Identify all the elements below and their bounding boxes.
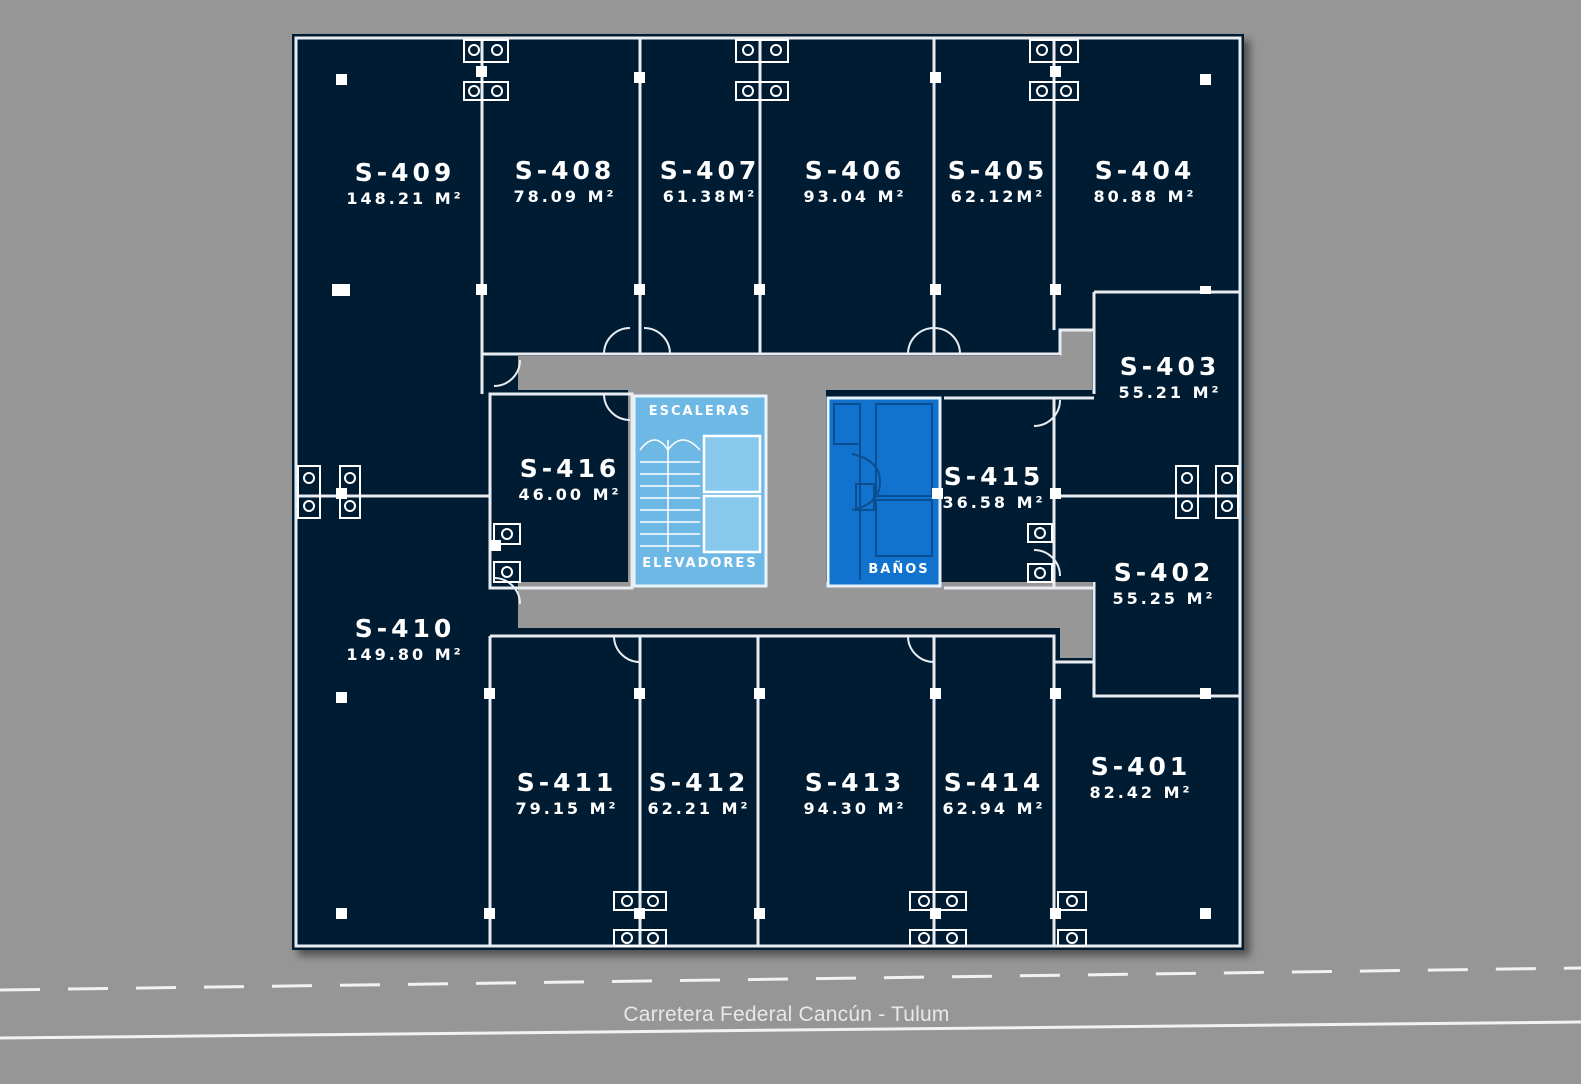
unit-area: 80.88 M² (1093, 187, 1197, 206)
unit-label-s413: S-413 94.30 M² (780, 768, 930, 818)
unit-code: S-403 (1119, 352, 1221, 381)
unit-label-s410: S-410 149.80 M² (330, 614, 480, 664)
unit-area: 46.00 M² (518, 485, 622, 504)
unit-code: S-415 (943, 462, 1045, 491)
elevator-2 (702, 494, 762, 554)
unit-code: S-409 (354, 158, 456, 187)
unit-label-s411: S-411 79.15 M² (494, 768, 640, 818)
unit-code: S-408 (514, 156, 616, 185)
unit-area: 62.12M² (950, 187, 1046, 206)
unit-label-s401: S-401 82.42 M² (1066, 752, 1216, 802)
unit-label-s415: S-415 36.58 M² (934, 462, 1054, 512)
stairs-elevators-block (632, 394, 768, 588)
unit-area: 62.21 M² (647, 799, 751, 818)
stairs-label: ESCALERAS (648, 404, 752, 419)
unit-area: 148.21 M² (346, 189, 464, 208)
door-swings (493, 327, 1061, 663)
unit-label-s405: S-405 62.12M² (928, 156, 1068, 206)
unit-area: 36.58 M² (942, 493, 1046, 512)
toilet-icon-416 (493, 523, 521, 583)
unit-code: S-407 (659, 156, 761, 185)
unit-code: S-406 (804, 156, 906, 185)
unit-label-s402: S-402 55.25 M² (1094, 558, 1234, 608)
unit-area: 149.80 M² (346, 645, 464, 664)
stair-treads (639, 439, 701, 552)
toilet-icon-top-408 (463, 39, 509, 101)
unit-area: 61.38M² (662, 187, 758, 206)
toilet-icon-bottom-412 (613, 891, 667, 947)
unit-code: S-402 (1113, 558, 1215, 587)
unit-code: S-410 (354, 614, 456, 643)
unit-label-s416: S-416 46.00 M² (500, 454, 640, 504)
unit-code: S-413 (804, 768, 906, 797)
toilet-icon-bottom-401 (1057, 891, 1087, 947)
unit-code: S-416 (519, 454, 621, 483)
road (0, 966, 1581, 1040)
unit-label-s407: S-407 61.38M² (640, 156, 780, 206)
elevator-1 (702, 434, 762, 494)
toilet-icon-415 (1027, 523, 1053, 583)
toilet-icon-right (1175, 465, 1239, 519)
unit-area: 78.09 M² (513, 187, 617, 206)
unit-code: S-405 (947, 156, 1049, 185)
unit-area: 79.15 M² (515, 799, 619, 818)
elevators-label: ELEVADORES (642, 556, 758, 571)
unit-label-s412: S-412 62.21 M² (640, 768, 758, 818)
unit-label-s404: S-404 80.88 M² (1070, 156, 1220, 206)
unit-area: 94.30 M² (803, 799, 907, 818)
toilet-icon-top-404 (1029, 39, 1079, 101)
toilet-icon-bottom-414 (909, 891, 967, 947)
unit-label-s403: S-403 55.21 M² (1100, 352, 1240, 402)
road-edge-line (0, 1020, 1581, 1040)
toilet-fixtures (297, 39, 1239, 947)
unit-label-s414: S-414 62.94 M² (934, 768, 1054, 818)
unit-area: 62.94 M² (942, 799, 1046, 818)
unit-code: S-404 (1094, 156, 1196, 185)
unit-label-s406: S-406 93.04 M² (780, 156, 930, 206)
unit-area: 93.04 M² (803, 187, 907, 206)
toilet-icon-top-406 (735, 39, 789, 101)
unit-label-s408: S-408 78.09 M² (490, 156, 640, 206)
unit-code: S-414 (943, 768, 1045, 797)
unit-code: S-411 (516, 768, 618, 797)
columns (332, 66, 1211, 919)
restroom-block (826, 396, 942, 588)
unit-code: S-401 (1090, 752, 1192, 781)
road-label: Carretera Federal Cancún - Tulum (623, 1003, 950, 1026)
unit-area: 55.25 M² (1112, 589, 1216, 608)
road-center-dashed-line (0, 966, 1581, 992)
unit-area: 82.42 M² (1089, 783, 1193, 802)
toilet-icon-left (297, 465, 361, 519)
unit-area: 55.21 M² (1118, 383, 1222, 402)
restrooms-label: BAÑOS (868, 562, 930, 577)
walls (294, 36, 1242, 948)
unit-code: S-412 (648, 768, 750, 797)
unit-label-s409: S-409 148.21 M² (330, 158, 480, 208)
